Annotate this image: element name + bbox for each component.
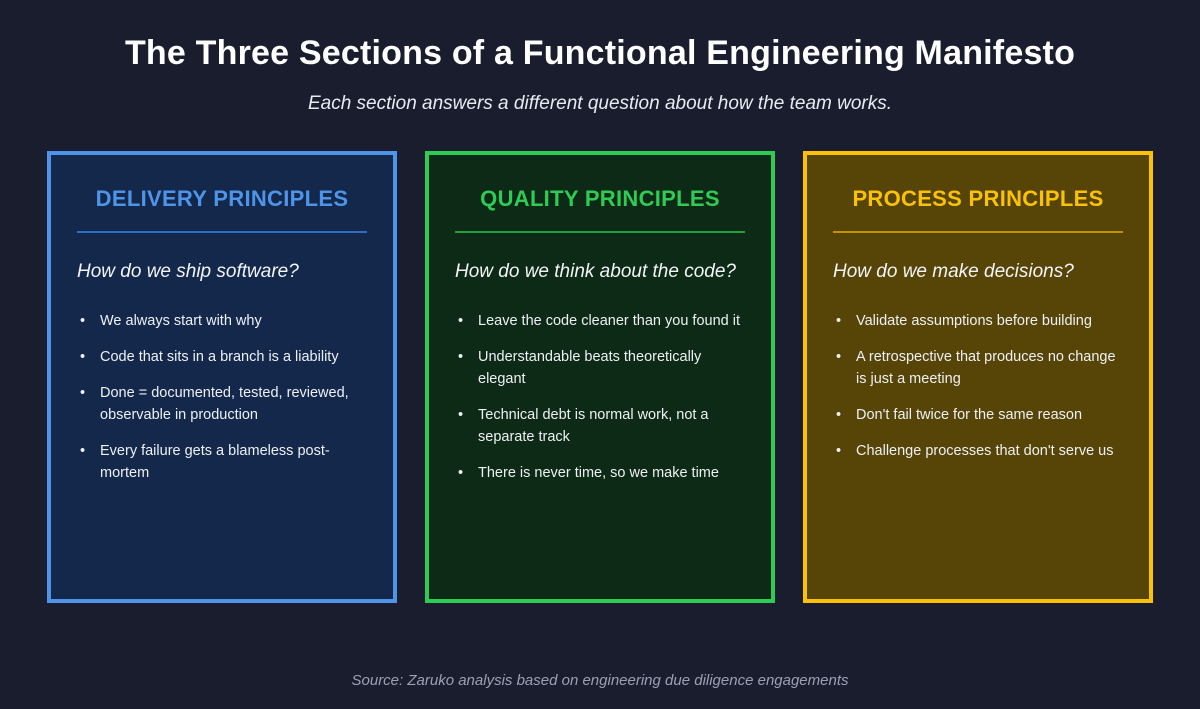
bullet-item: Every failure gets a blameless post-mort… xyxy=(77,440,367,484)
bullet-item: Code that sits in a branch is a liabilit… xyxy=(77,346,367,368)
card-process-divider xyxy=(833,231,1123,233)
card-quality-bullets: Leave the code cleaner than you found it… xyxy=(455,310,745,484)
bullet-item: There is never time, so we make time xyxy=(455,462,745,484)
card-process-question: How do we make decisions? xyxy=(833,261,1074,282)
bullet-item: Validate assumptions before building xyxy=(833,310,1123,332)
bullet-item: A retrospective that produces no change … xyxy=(833,346,1123,390)
bullet-item: Technical debt is normal work, not a sep… xyxy=(455,404,745,448)
card-quality-divider xyxy=(455,231,745,233)
bullet-item: Don't fail twice for the same reason xyxy=(833,404,1123,426)
card-delivery-question: How do we ship software? xyxy=(77,261,299,282)
card-process-bullets: Validate assumptions before building A r… xyxy=(833,310,1123,462)
page-subtitle: Each section answers a different questio… xyxy=(307,93,893,114)
card-quality-title: QUALITY PRINCIPLES xyxy=(480,186,720,211)
page-title: The Three Sections of a Functional Engin… xyxy=(124,34,1076,72)
bullet-item: Challenge processes that don't serve us xyxy=(833,440,1123,462)
card-process-principles: PROCESS PRINCIPLES How do we make decisi… xyxy=(803,151,1153,603)
card-quality-question: How do we think about the code? xyxy=(455,261,736,282)
card-delivery-title: DELIVERY PRINCIPLES xyxy=(95,186,349,211)
card-delivery-divider xyxy=(77,231,367,233)
card-quality-principles: QUALITY PRINCIPLES How do we think about… xyxy=(425,151,775,603)
card-delivery-bullets: We always start with why Code that sits … xyxy=(77,310,367,484)
card-delivery-principles: DELIVERY PRINCIPLES How do we ship softw… xyxy=(47,151,397,603)
bullet-item: Done = documented, tested, reviewed, obs… xyxy=(77,382,367,426)
bullet-item: Understandable beats theoretically elega… xyxy=(455,346,745,390)
bullet-item: Leave the code cleaner than you found it xyxy=(455,310,745,332)
cards-row: DELIVERY PRINCIPLES How do we ship softw… xyxy=(0,151,1200,603)
bullet-item: We always start with why xyxy=(77,310,367,332)
card-process-title: PROCESS PRINCIPLES xyxy=(852,186,1104,211)
